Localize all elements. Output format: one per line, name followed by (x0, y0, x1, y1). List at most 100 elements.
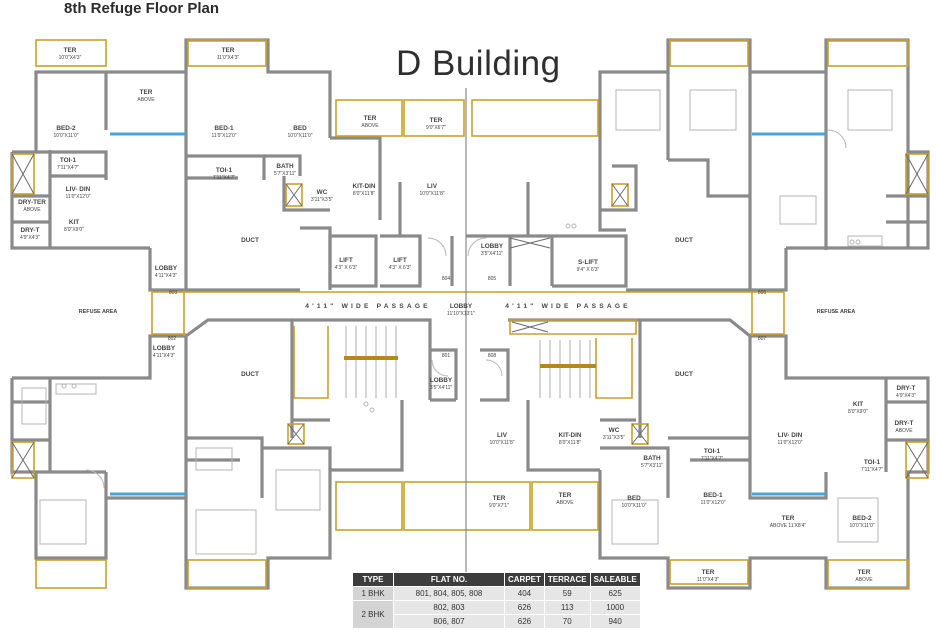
room-name: LOBBY (481, 243, 504, 250)
cell-type: 1 BHK (352, 586, 394, 601)
room-dimension: 7'11"X4'7" (861, 467, 884, 473)
room-name: KIT-DIN (558, 432, 581, 439)
room-name: KIT-DIN (352, 183, 375, 190)
room-name: LIV- DIN (66, 186, 91, 193)
room-name: LOBBY (155, 265, 178, 272)
room-dimension: 11'10"X13'1" (447, 311, 475, 317)
room-dimension: ABOVE (23, 207, 41, 213)
cell-flat: 801, 804, 805, 808 (393, 586, 505, 601)
room-name: KIT (853, 401, 863, 408)
cell-flat: 802, 803 (393, 600, 505, 615)
col-terrace: TERRACE (543, 572, 591, 587)
room-dimension: 8'0"X9'0" (64, 227, 84, 233)
room-name: WC (609, 427, 620, 434)
room-dimension: 4'3" X 6'3" (389, 265, 412, 271)
room-name: TER (430, 117, 443, 124)
room-dimension: 4'9"X4'3" (20, 235, 40, 241)
room-name: DRY-T (895, 420, 914, 427)
room-name: TER (782, 515, 795, 522)
room-name: TER (64, 47, 77, 54)
room-dimension: 10'0"X11'0" (53, 133, 78, 139)
room-dimension: 10'0"X11'8" (489, 440, 514, 446)
room-dimension: 7'11"X4'7" (57, 165, 80, 171)
room-dimension: 9'0"X6'7" (426, 125, 446, 131)
room-name: BED-1 (703, 492, 723, 499)
room-dimension: 11'0"X12'0" (777, 440, 802, 446)
flat-number: 802 (168, 336, 177, 342)
room-name: TER (222, 47, 235, 54)
room-name: LIFT (339, 257, 353, 264)
room-dimension: 5'7"X3'11" (274, 171, 297, 177)
room-dimension: 5'7"X3'11" (641, 463, 664, 469)
room-name: BATH (276, 163, 294, 170)
cell-terrace: 59 (543, 586, 591, 601)
room-labels: TER10'0"X4'3"TER11'0"X4'3"TERABOVEBED-21… (18, 47, 916, 583)
room-dimension: 11'0"X4'3" (217, 55, 240, 61)
room-dimension: 11'0"X12'0" (700, 500, 725, 506)
detail-layer (21, 89, 893, 555)
room-dimension: 9'0"X7'1" (489, 503, 509, 509)
room-name: LIV (497, 432, 508, 439)
table-row: 1 BHK 801, 804, 805, 808 404 59 625 (352, 586, 641, 601)
flat-number: 804 (442, 276, 451, 282)
room-name: DUCT (675, 237, 693, 244)
room-name: LOBBY (430, 377, 453, 384)
room-name: BED (293, 125, 307, 132)
room-dimension: ABOVE (855, 577, 873, 583)
cell-terrace: 113 (543, 600, 591, 615)
room-name: DRY-T (21, 227, 40, 234)
room-name: S-LIFT (578, 259, 598, 266)
room-name: TER (364, 115, 377, 122)
flat-number: 805 (488, 276, 497, 282)
room-name: TOI-1 (704, 448, 721, 455)
room-name: DRY-TER (18, 199, 46, 206)
room-name: LIV (427, 183, 438, 190)
passage-label-right: 4'11" WIDE PASSAGE (505, 303, 631, 310)
room-dimension: 4'9"X4'3" (896, 393, 916, 399)
flat-number: 806 (758, 290, 767, 296)
cell-terrace: 70 (543, 614, 591, 629)
room-dimension: ABOVE (361, 123, 379, 129)
window-layer (110, 132, 826, 496)
room-dimension: 10'0"X4'3" (59, 55, 82, 61)
col-type: TYPE (352, 572, 394, 587)
room-name: LIV- DIN (778, 432, 803, 439)
room-dimension: 10'0"X11'8" (419, 191, 444, 197)
room-dimension: 4'11"X4'3" (153, 353, 176, 359)
flat-number: 808 (488, 353, 497, 359)
wall-layer (10, 38, 930, 590)
room-name: TER (493, 495, 506, 502)
room-dimension: 10'0"X11'0" (287, 133, 312, 139)
room-dimension: 8'0"X11'8" (353, 191, 376, 197)
room-dimension: 3'11"X3'5" (603, 435, 626, 441)
room-name: TER (858, 569, 871, 576)
room-name: WC (317, 189, 328, 196)
area-table: TYPE FLAT NO. CARPET TERRACE SALEABLE 1 … (352, 572, 641, 629)
room-name: BED-2 (56, 125, 76, 132)
room-dimension: ABOVE (895, 428, 913, 434)
room-dimension: 11'0"X12'0" (65, 194, 90, 200)
cell-carpet: 404 (504, 586, 545, 601)
area-table-header: TYPE FLAT NO. CARPET TERRACE SALEABLE (352, 572, 641, 587)
room-name: LOBBY (450, 303, 473, 310)
room-dimension: 8'0"X11'8" (559, 440, 582, 446)
cell-carpet: 626 (504, 614, 545, 629)
table-row: 2 BHK 802, 803 626 113 1000 (352, 600, 641, 629)
room-dimension: 11'0"X4'3" (697, 577, 720, 583)
room-dimension: ABOVE (137, 97, 155, 103)
room-dimension: 9'4" X 6'3" (577, 267, 600, 273)
room-name: DUCT (241, 371, 259, 378)
room-name: LOBBY (153, 345, 176, 352)
cell-carpet: 626 (504, 600, 545, 615)
room-name: TOI-1 (60, 157, 77, 164)
room-dimension: 8'0"X9'0" (848, 409, 868, 415)
room-name: DRY-T (897, 385, 916, 392)
room-dimension: 3'5"X4'11" (481, 251, 504, 257)
shaft-markers (11, 153, 929, 479)
room-name: DUCT (241, 237, 259, 244)
room-name: BATH (643, 455, 661, 462)
room-name: BED-1 (214, 125, 234, 132)
room-dimension: 3'5"X4'11" (430, 385, 453, 391)
stair-rail (344, 356, 596, 368)
